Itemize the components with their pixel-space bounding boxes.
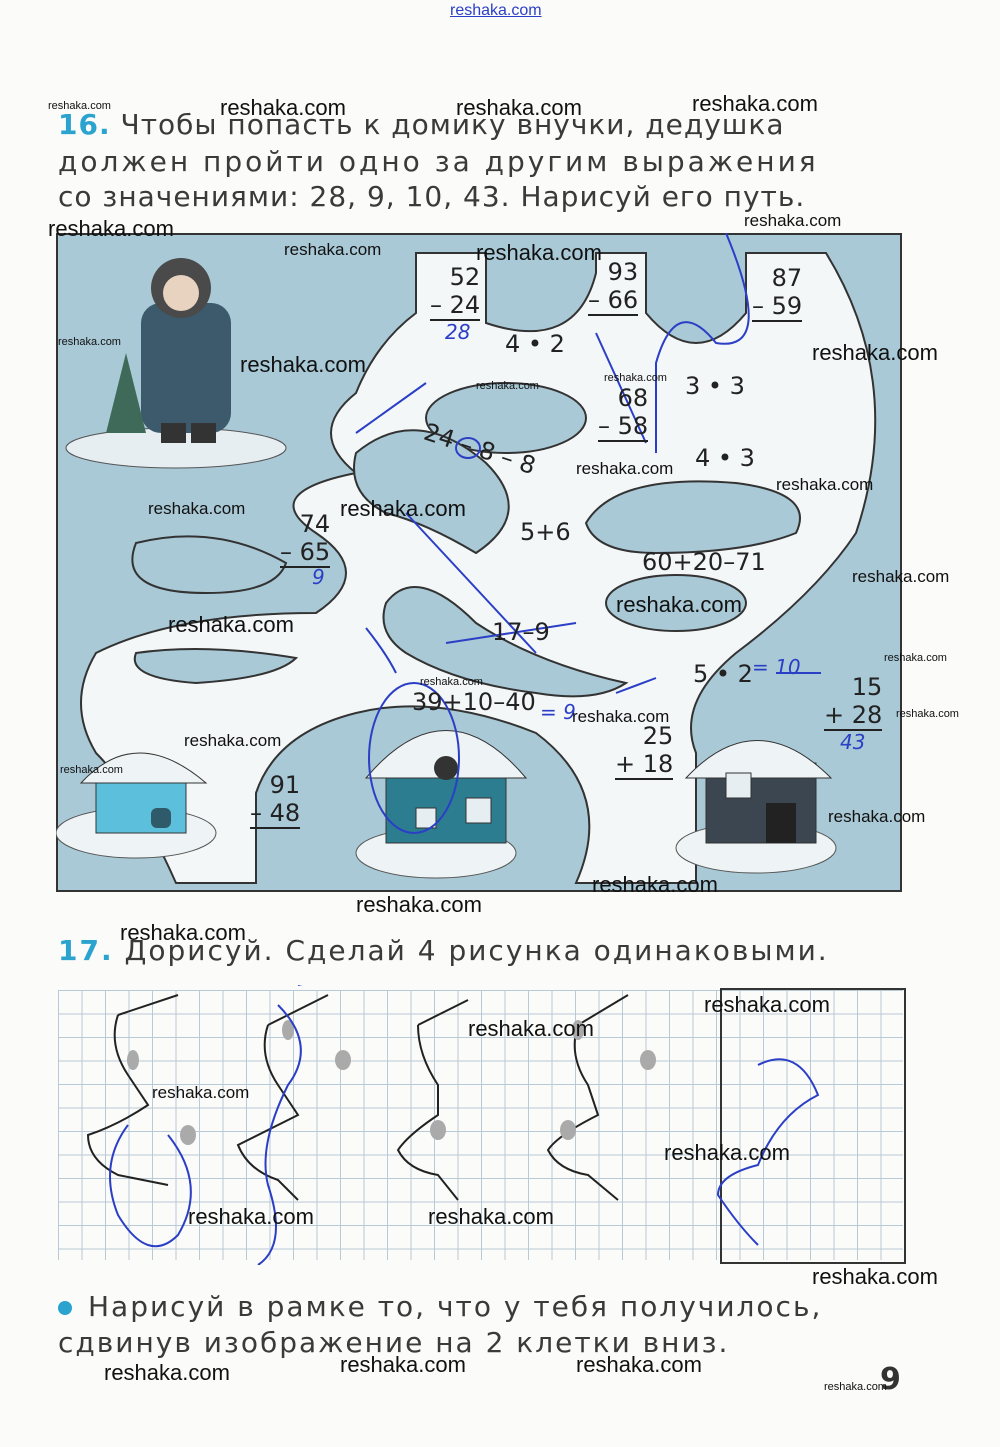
- expr-17-9: 17–9: [492, 618, 550, 646]
- watermark: reshaka.com: [576, 1352, 702, 1377]
- watermark: reshaka.com: [592, 872, 718, 897]
- task17-number: 17.: [58, 934, 114, 967]
- hand-28: 28: [445, 320, 471, 344]
- expr-4x2: 4 • 2: [505, 330, 565, 358]
- watermark: reshaka.com: [356, 892, 482, 917]
- watermark: reshaka.com: [704, 992, 830, 1017]
- col-15-28: 15 + 28: [824, 673, 883, 731]
- col-68-58: 68 – 58: [598, 384, 649, 442]
- watermark: reshaka.com: [812, 340, 938, 365]
- page-number: 9: [880, 1362, 901, 1397]
- watermark: reshaka.com: [340, 496, 466, 521]
- bullet-dot: [58, 1301, 72, 1315]
- watermark: reshaka.com: [48, 100, 111, 112]
- watermark: reshaka.com: [184, 731, 282, 750]
- task16-number: 16.: [58, 108, 111, 141]
- watermark: reshaka.com: [852, 567, 950, 586]
- col-87-59: 87 – 59: [752, 264, 803, 322]
- watermark: reshaka.com: [220, 95, 346, 120]
- watermark: reshaka.com: [188, 1204, 314, 1229]
- task16-line2: должен пройти одно за другим выражения: [58, 145, 819, 178]
- watermark: reshaka.com: [824, 1381, 887, 1393]
- hand-eq-10: = 10: [752, 655, 801, 679]
- watermark: reshaka.com: [420, 676, 483, 688]
- house-right: [675, 740, 837, 874]
- watermark: reshaka.com: [828, 807, 926, 826]
- expr-60-20-71: 60+20–71: [642, 548, 766, 576]
- site-header[interactable]: reshaka.com: [450, 2, 542, 19]
- watermark: reshaka.com: [240, 352, 366, 377]
- house-left: [56, 752, 217, 859]
- expr-4x3: 4 • 3: [695, 444, 755, 472]
- watermark: reshaka.com: [616, 592, 742, 617]
- watermark: reshaka.com: [744, 211, 842, 230]
- hand-43: 43: [840, 730, 866, 754]
- house-middle: [355, 730, 528, 879]
- watermark: reshaka.com: [604, 372, 667, 384]
- watermark: reshaka.com: [776, 475, 874, 494]
- maze-illustration: [56, 233, 902, 892]
- watermark: reshaka.com: [60, 764, 123, 776]
- expr-5x2: 5 • 2: [693, 660, 753, 688]
- col-25-18: 25 + 18: [615, 722, 674, 780]
- expr-3x3: 3 • 3: [685, 372, 745, 400]
- watermark: reshaka.com: [168, 612, 294, 637]
- col-91-48: 91 – 48: [250, 771, 301, 829]
- hand-eq-9: = 9: [540, 700, 576, 724]
- task16-line3: со значениями: 28, 9, 10, 43. Нарисуй ег…: [58, 180, 806, 213]
- drawing-frame: [720, 988, 906, 1264]
- col-52-24: 52 – 24: [430, 263, 481, 321]
- task16-line1: 16. Чтобы попасть к домику внучки, дедуш…: [58, 108, 785, 141]
- watermark: reshaka.com: [428, 1204, 554, 1229]
- watermark: reshaka.com: [48, 216, 174, 241]
- bullet-line2: сдвинув изображение на 2 клетки вниз.: [58, 1326, 730, 1359]
- watermark: reshaka.com: [152, 1083, 250, 1102]
- watermark: reshaka.com: [456, 95, 582, 120]
- watermark: reshaka.com: [664, 1140, 790, 1165]
- watermark: reshaka.com: [576, 459, 674, 478]
- watermark: reshaka.com: [896, 708, 959, 720]
- bullet-line1: Нарисуй в рамке то, что у тебя получилос…: [88, 1290, 823, 1323]
- watermark: reshaka.com: [468, 1016, 594, 1041]
- hand-9: 9: [312, 565, 325, 589]
- grandfather-figure: [65, 258, 287, 469]
- watermark: reshaka.com: [104, 1360, 230, 1385]
- watermark: reshaka.com: [476, 380, 539, 392]
- watermark: reshaka.com: [692, 91, 818, 116]
- task17-line: 17. Дорисуй. Сделай 4 рисунка одинаковым…: [58, 934, 829, 967]
- watermark: reshaka.com: [58, 336, 121, 348]
- col-93-66: 93 – 66: [588, 258, 639, 316]
- grid-area: [58, 990, 903, 1260]
- watermark: reshaka.com: [476, 240, 602, 265]
- watermark: reshaka.com: [884, 652, 947, 664]
- watermark: reshaka.com: [340, 1352, 466, 1377]
- watermark: reshaka.com: [812, 1264, 938, 1289]
- watermark: reshaka.com: [120, 920, 246, 945]
- watermark: reshaka.com: [572, 707, 670, 726]
- col-74-65: 74 – 65: [280, 510, 331, 568]
- watermark: reshaka.com: [148, 499, 246, 518]
- watermark: reshaka.com: [284, 240, 382, 259]
- expr-5plus6: 5+6: [520, 518, 571, 546]
- bird-drawings: [86, 985, 820, 1265]
- expr-39-10-40: 39+10–40: [412, 688, 536, 716]
